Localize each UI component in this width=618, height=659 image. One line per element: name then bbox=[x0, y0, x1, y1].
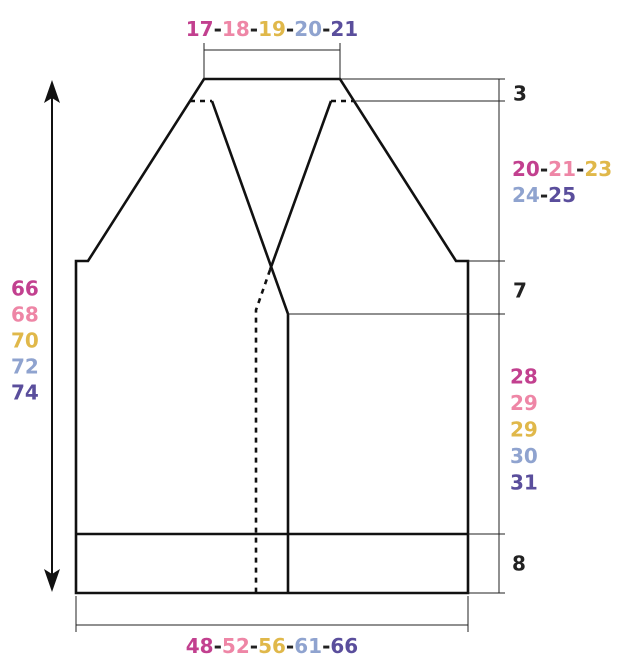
dimension-lines bbox=[44, 43, 505, 632]
size-value-4: 61 bbox=[294, 634, 322, 658]
separator: - bbox=[540, 157, 548, 181]
size-value-2: 18 bbox=[222, 17, 250, 41]
separator: - bbox=[286, 634, 294, 658]
raglan-depth-label-line1: 20-21-23 bbox=[512, 157, 612, 181]
garment-outline bbox=[74, 77, 470, 595]
separator: - bbox=[576, 157, 584, 181]
size-value-1: 20 bbox=[512, 157, 540, 181]
size-value-3: 23 bbox=[584, 157, 612, 181]
neck-depth-label: 7 bbox=[513, 279, 527, 303]
separator: - bbox=[214, 634, 222, 658]
size-value-2: 68 bbox=[11, 303, 39, 327]
front-neck-edge-right bbox=[210, 100, 290, 593]
size-value-1: 48 bbox=[186, 634, 214, 658]
size-value-3: 70 bbox=[11, 329, 39, 353]
separator: - bbox=[250, 634, 258, 658]
arrow-down-icon bbox=[44, 569, 60, 592]
size-value-3: 19 bbox=[258, 17, 286, 41]
separator: - bbox=[322, 17, 330, 41]
front-neck-edge-left-dashed bbox=[254, 269, 272, 593]
arrow-up-icon bbox=[44, 80, 60, 103]
separator: - bbox=[322, 634, 330, 658]
size-value-3: 29 bbox=[510, 418, 538, 442]
size-value-1: 17 bbox=[186, 17, 214, 41]
ribbing-height-label: 8 bbox=[512, 552, 526, 576]
size-value-2: 21 bbox=[548, 157, 576, 181]
size-value-5: 31 bbox=[510, 471, 538, 495]
shoulder-drop-label: 3 bbox=[513, 82, 527, 106]
size-value-4: 30 bbox=[510, 444, 538, 468]
chest-width-label: 48-52-56-61-66 bbox=[186, 634, 358, 658]
neck-width-label: 17-18-19-20-21 bbox=[186, 17, 358, 41]
size-value-4: 20 bbox=[294, 17, 322, 41]
size-value-3: 56 bbox=[258, 634, 286, 658]
separator: - bbox=[540, 183, 548, 207]
size-value-1: 66 bbox=[11, 277, 39, 301]
size-value-2: 52 bbox=[222, 634, 250, 658]
size-value-4: 72 bbox=[11, 355, 39, 379]
size-value-4: 24 bbox=[512, 183, 540, 207]
size-value-5: 66 bbox=[330, 634, 358, 658]
size-value-5: 74 bbox=[11, 381, 39, 405]
separator: - bbox=[250, 17, 258, 41]
separator: - bbox=[286, 17, 294, 41]
size-value-2: 29 bbox=[510, 391, 538, 415]
front-neck-edge-left-solid bbox=[268, 100, 333, 271]
raglan-depth-label-line2: 24-25 bbox=[512, 183, 576, 207]
outer-body-outline bbox=[74, 77, 470, 595]
size-value-1: 28 bbox=[510, 365, 538, 389]
separator: - bbox=[214, 17, 222, 41]
size-value-5: 25 bbox=[548, 183, 576, 207]
size-value-5: 21 bbox=[330, 17, 358, 41]
